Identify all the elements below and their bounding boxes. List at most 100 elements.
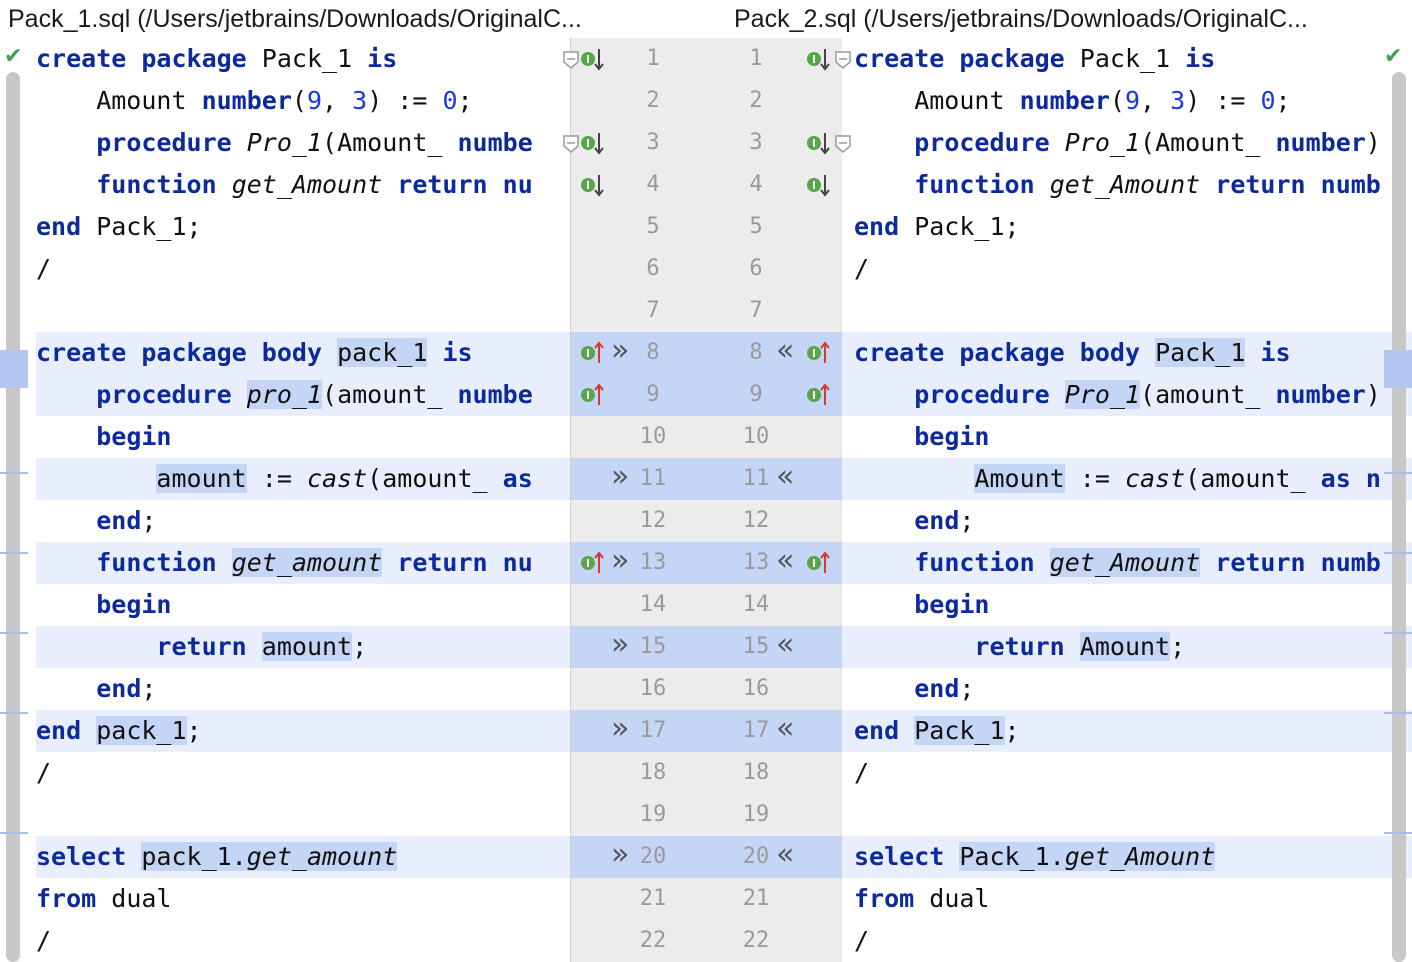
left-code-token: pack_1 (337, 338, 428, 367)
left-fold-icon[interactable] (556, 44, 586, 74)
right-code-line[interactable]: function get_Amount return numb (854, 542, 1381, 584)
left-implementing-up-icon[interactable] (578, 338, 608, 368)
left-code-line[interactable]: create package Pack_1 is (36, 38, 397, 80)
right-line-number: 21 (742, 886, 770, 911)
left-code-line[interactable]: / (36, 752, 51, 794)
right-code-line[interactable]: return Amount; (854, 626, 1185, 668)
left-implementing-up-icon[interactable] (578, 380, 608, 410)
left-code-line[interactable]: Amount number(9, 3) := 0; (36, 80, 472, 122)
apply-left-arrow-icon[interactable]: « (776, 333, 795, 368)
right-code-token (854, 128, 914, 157)
right-code-token: Pack_1. (959, 842, 1065, 871)
apply-left-arrow-icon[interactable]: « (776, 627, 795, 662)
left-code-line[interactable]: return amount; (36, 626, 367, 668)
left-implemented-down-icon[interactable] (578, 128, 608, 158)
right-implemented-down-icon[interactable] (804, 44, 834, 74)
right-code-token: ; (959, 674, 975, 703)
right-code-line[interactable]: end; (854, 500, 974, 542)
right-implementing-up-icon[interactable] (804, 338, 834, 368)
right-fold-icon[interactable] (828, 44, 858, 74)
right-code-line[interactable]: create package Pack_1 is (854, 38, 1215, 80)
right-implementing-up-icon[interactable] (804, 548, 834, 578)
left-code-token: return (397, 170, 488, 199)
left-code-line[interactable]: function get_amount return nu (36, 542, 533, 584)
apply-left-arrow-icon[interactable]: « (776, 543, 795, 578)
apply-right-arrow-icon[interactable]: » (611, 333, 630, 368)
apply-right-arrow-icon[interactable]: » (611, 459, 630, 494)
left-fold-icon[interactable] (556, 128, 586, 158)
left-code-line[interactable]: end; (36, 500, 156, 542)
apply-left-arrow-icon[interactable]: « (776, 837, 795, 872)
right-code-line[interactable]: / (854, 248, 869, 290)
right-code-line[interactable]: begin (854, 416, 989, 458)
right-code-line[interactable]: create package body Pack_1 is (854, 332, 1291, 374)
right-code-line[interactable]: select Pack_1.get_Amount (854, 836, 1216, 878)
left-scroll-marker (0, 832, 28, 834)
left-code-token: nu (502, 170, 533, 199)
apply-left-arrow-icon[interactable]: « (776, 711, 795, 746)
apply-right-arrow-icon[interactable]: » (611, 837, 630, 872)
right-gutter-changed-row (700, 626, 842, 668)
apply-right-arrow-icon[interactable]: » (611, 627, 630, 662)
right-line-number: 1 (749, 46, 763, 71)
right-implemented-down-icon[interactable] (804, 170, 834, 200)
right-scrollbar[interactable] (1392, 72, 1406, 962)
right-code-line[interactable]: function get_Amount return numb (854, 164, 1381, 206)
left-code-line[interactable]: from dual (36, 878, 171, 920)
right-implementing-up-icon[interactable] (804, 380, 834, 410)
left-code-token (126, 44, 141, 73)
left-code-token: ) := (367, 86, 443, 115)
right-code-line[interactable]: Amount := cast(amount_ as n (854, 458, 1381, 500)
apply-right-arrow-icon[interactable]: » (611, 543, 630, 578)
right-code-token: Amount (974, 464, 1065, 493)
left-code-line[interactable]: procedure pro_1(amount_ numbe (36, 374, 533, 416)
right-implemented-down-icon[interactable] (804, 128, 834, 158)
right-fold-icon[interactable] (828, 128, 858, 158)
right-code-line[interactable]: from dual (854, 878, 989, 920)
right-editor-pane[interactable]: create package Pack_1 is Amount number(9… (842, 38, 1412, 962)
right-line-number: 22 (742, 928, 770, 953)
left-code-line[interactable]: end pack_1; (36, 710, 202, 752)
left-code-line[interactable]: end; (36, 668, 156, 710)
right-code-line[interactable]: / (854, 920, 869, 962)
left-code-line[interactable]: amount := cast(amount_ as (36, 458, 533, 500)
left-code-line[interactable]: end Pack_1; (36, 206, 202, 248)
right-code-token: ) (1365, 380, 1381, 409)
left-implemented-down-icon[interactable] (578, 44, 608, 74)
left-code-line[interactable]: create package body pack_1 is (36, 332, 473, 374)
left-code-token: 9 (306, 86, 323, 115)
right-scroll-marker (1384, 712, 1412, 714)
apply-right-arrow-icon[interactable]: » (611, 711, 630, 746)
right-gutter-changed-row (700, 836, 842, 878)
right-code-line[interactable]: begin (854, 584, 989, 626)
right-code-line[interactable]: Amount number(9, 3) := 0; (854, 80, 1290, 122)
right-code-line[interactable]: / (854, 752, 869, 794)
left-code-line[interactable]: begin (36, 584, 171, 626)
left-code-line[interactable]: select pack_1.get_amount (36, 836, 398, 878)
right-code-token: ) (1365, 128, 1381, 157)
left-implemented-down-icon[interactable] (578, 170, 608, 200)
left-scrollbar[interactable] (6, 72, 20, 962)
left-editor-pane[interactable]: create package Pack_1 is Amount number(9… (0, 38, 570, 962)
left-code-token: as (502, 464, 533, 493)
right-code-token: return (974, 632, 1065, 661)
right-code-line[interactable]: end; (854, 668, 974, 710)
left-scroll-marker (0, 350, 28, 388)
left-code-line[interactable]: begin (36, 416, 171, 458)
left-code-line[interactable]: / (36, 920, 51, 962)
right-code-line[interactable]: end Pack_1; (854, 710, 1020, 752)
left-code-token (217, 170, 232, 199)
right-code-token (1050, 128, 1065, 157)
left-line-number: 3 (646, 130, 660, 155)
left-code-line[interactable]: / (36, 248, 51, 290)
right-code-line[interactable]: end Pack_1; (854, 206, 1020, 248)
right-line-number: 4 (749, 172, 763, 197)
right-code-token: / (854, 758, 870, 787)
right-code-line[interactable]: procedure Pro_1(Amount_ number) (854, 122, 1381, 164)
apply-left-arrow-icon[interactable]: « (776, 459, 795, 494)
left-scroll-marker (0, 552, 28, 554)
right-code-line[interactable]: procedure Pro_1(amount_ number) (854, 374, 1381, 416)
left-code-line[interactable]: procedure Pro_1(Amount_ numbe (36, 122, 533, 164)
left-implementing-up-icon[interactable] (578, 548, 608, 578)
left-code-line[interactable]: function get_Amount return nu (36, 164, 533, 206)
